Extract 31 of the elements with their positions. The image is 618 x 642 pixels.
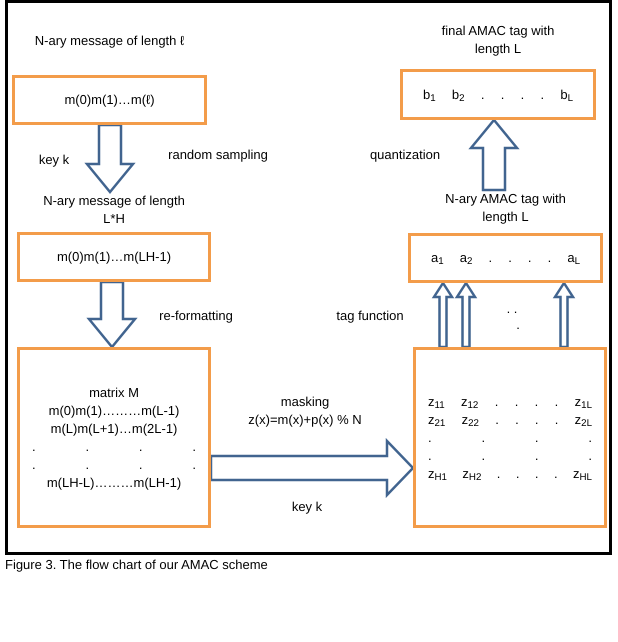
- text-label: key k: [38, 151, 70, 169]
- box-text: z$_{11}$ z$_{12}$ . . . . z$_{1L}$: [427, 392, 593, 410]
- box-text: . . . .: [31, 438, 197, 456]
- text-label: . .: [506, 300, 518, 318]
- matrix-row-text: m(LH-L)………m(LH-1): [46, 474, 182, 492]
- box-text: m(0)m(1)…m(ℓ): [63, 91, 156, 109]
- box-text: b$_{1}$ b$_{2}$ . . . . b$_{L}$: [422, 86, 574, 104]
- block-arrow: [432, 280, 454, 348]
- box-text: z$_{H1}$ z$_{H2}$ . . . . z$_{HL}$: [427, 464, 593, 482]
- text-label: .: [516, 316, 520, 334]
- box-text: . . . .: [31, 456, 197, 474]
- block-arrow: [552, 280, 576, 348]
- box-text: m(0)m(1)…m(LH-1): [56, 248, 172, 266]
- box-text: . . . .: [427, 428, 593, 446]
- block-arrow: [84, 124, 136, 194]
- block-arrow: [454, 280, 478, 348]
- block-arrow: [468, 118, 520, 192]
- matrix-row-text: m(0)m(1)………m(L-1): [48, 402, 180, 420]
- box-text: z$_{21}$ z$_{22}$ . . . . z$_{2L}$: [427, 410, 593, 428]
- node-heading: N-ary message of length ℓ: [34, 32, 186, 50]
- figure-caption: Figure 3. The flow chart of our AMAC scheme: [5, 556, 268, 574]
- node-heading: N-ary AMAC tag with length L: [444, 190, 567, 226]
- matrix-row-text: matrix M: [88, 384, 140, 402]
- node-heading: final AMAC tag with length L: [440, 22, 556, 58]
- matrix-row-text: m(L)m(L+1)…m(2L-1): [50, 420, 178, 438]
- block-arrow: [86, 280, 138, 349]
- box-text: . . . .: [427, 446, 593, 464]
- block-arrow: [210, 438, 415, 498]
- text-label: key k: [292, 498, 322, 516]
- node-heading: N-ary message of length L*H: [42, 192, 186, 228]
- box-text: a$_{1}$ a$_{2}$ . . . . a$_{L}$: [430, 249, 581, 267]
